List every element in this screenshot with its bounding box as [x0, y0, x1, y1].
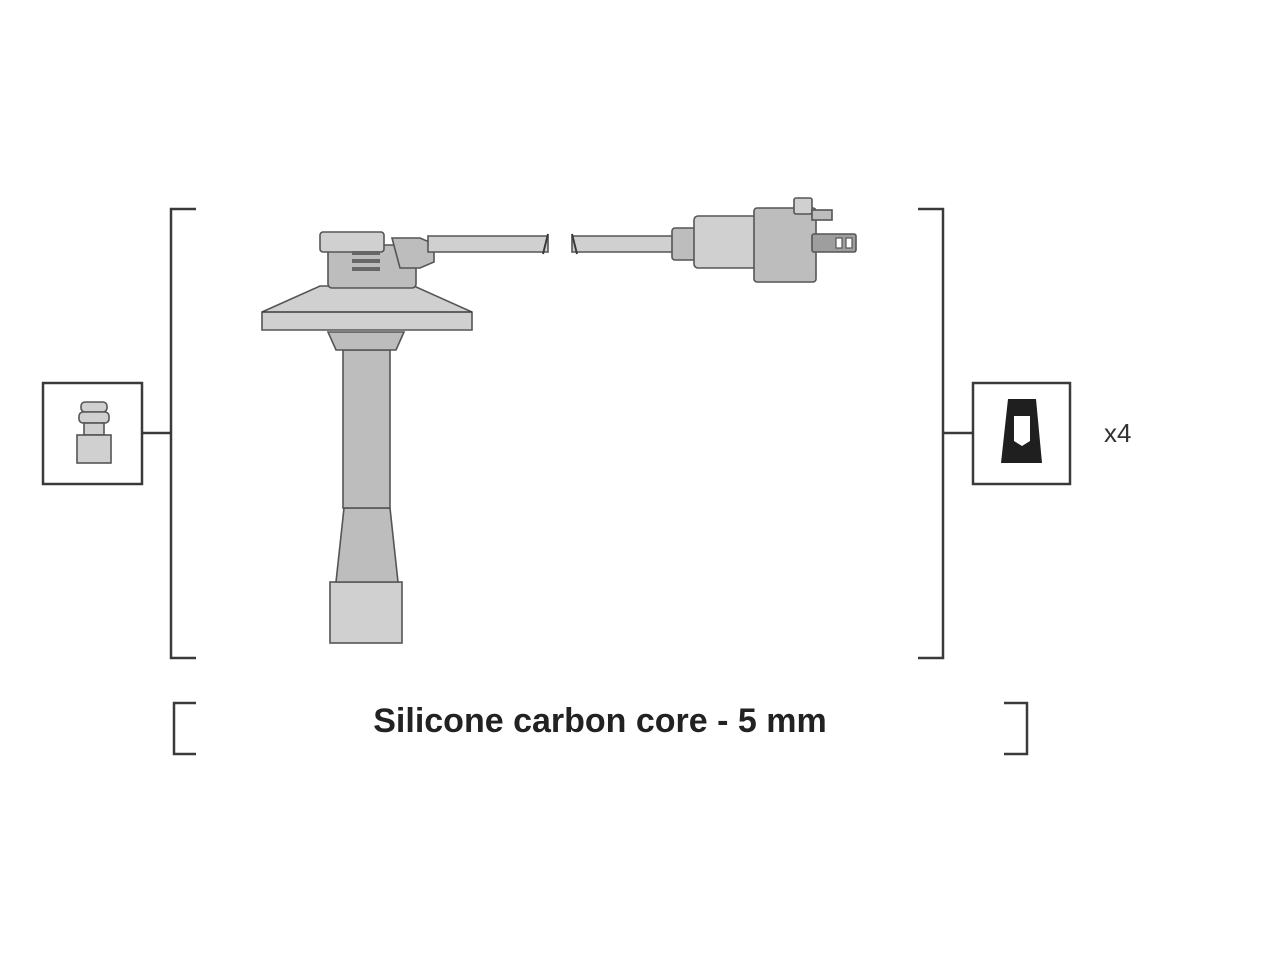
specification-label: Silicone carbon core - 5 mm — [373, 702, 827, 740]
boot-silhouette — [1001, 399, 1042, 463]
spark-plug-boot — [261, 231, 473, 644]
ignition-cable — [427, 233, 677, 255]
spec-bracket-left — [172, 701, 196, 756]
quantity-label: x4 — [1104, 418, 1132, 448]
spec-bracket-right — [1004, 701, 1029, 756]
coil-connector — [671, 197, 857, 283]
spark-plug-boot-icon — [971, 381, 1072, 486]
right-bracket — [918, 207, 945, 660]
left-bracket — [169, 207, 196, 660]
coil-connector-icon — [41, 381, 144, 486]
